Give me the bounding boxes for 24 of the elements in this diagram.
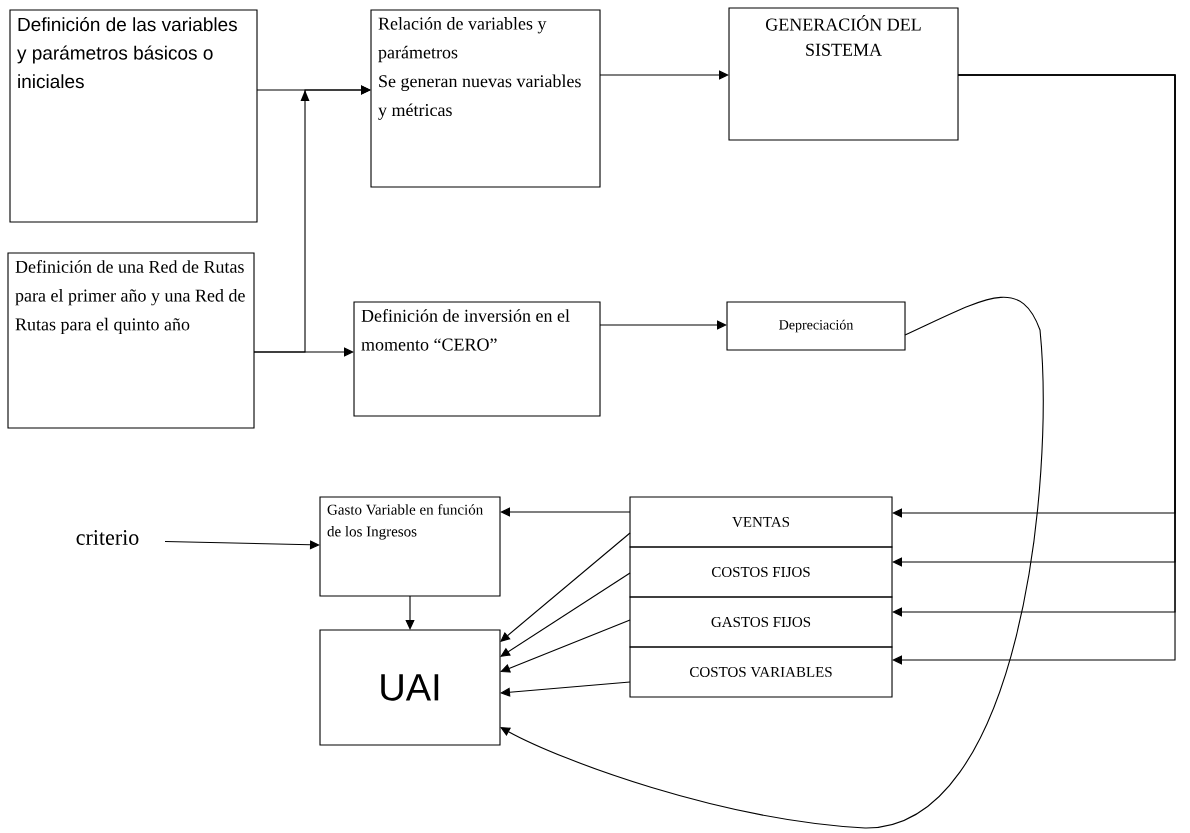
process-box: Gasto Variable en función de los Ingresos [319,496,501,597]
table-row: GASTOS FIJOS [629,596,893,648]
process-box: Definición de inversión en el momento “CERO” [353,301,601,417]
arrow [164,540,320,550]
arrow [500,532,631,642]
arrow [500,681,631,697]
arrow [500,296,1044,829]
table-row: COSTOS VARIABLES [629,646,893,698]
arrow [253,347,354,357]
input-label: criterio [76,530,139,545]
process-box: Definición de las variables y parámetros básicos o iniciales [9,9,258,223]
process-box: Depreciación [726,301,906,351]
process-box: Definición de una Red de Rutas para el primer año y una Red de Rutas para el quinto año [7,252,255,429]
arrow [405,595,415,630]
table-row: COSTOS FIJOS [629,546,893,598]
arrow [500,572,631,657]
process-box: Relación de variables y parámetros Se generan nuevas variables y métricas [370,9,601,188]
result-box: UAI [319,629,501,746]
table-row: VENTAS [629,496,893,548]
arrow [599,320,727,330]
arrow [500,507,631,517]
arrow [500,619,631,673]
process-box: GENERACIÓN DEL SISTEMA [728,7,959,141]
arrow [599,70,729,80]
